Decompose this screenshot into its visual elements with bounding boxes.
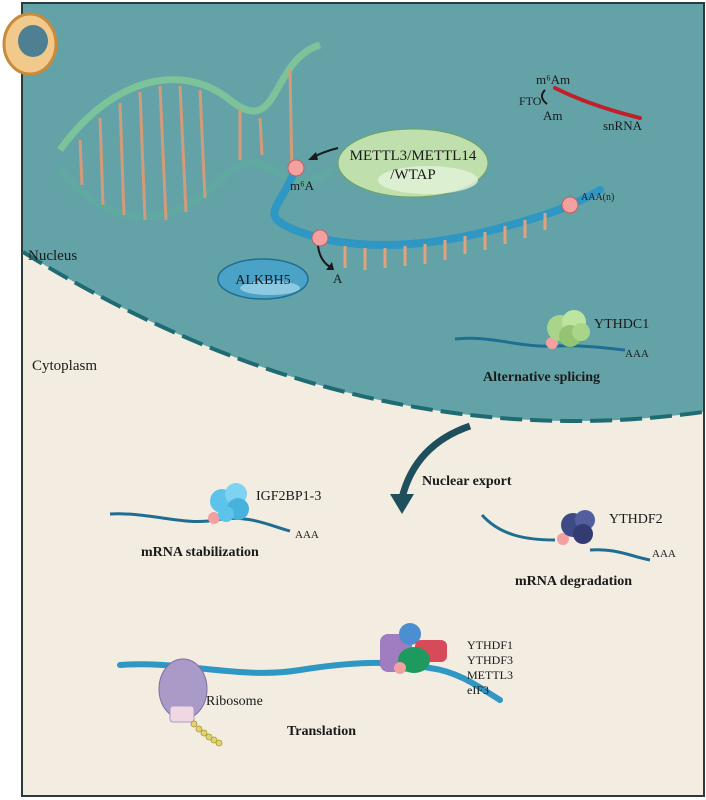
ythdf2-label: YTHDF2: [609, 512, 663, 527]
mettl3-label: METTL3: [467, 668, 513, 682]
writer-label-line1: METTL3/METTL14: [350, 148, 477, 164]
eif3-label: eIF3: [467, 683, 489, 697]
m6a-site-tail: [561, 196, 579, 214]
translation-m6a-dot: [394, 662, 406, 674]
am-label: Am: [543, 108, 563, 123]
poly-a-label: AAA(n): [581, 192, 614, 203]
stabilization-m6a-dot: [208, 512, 220, 524]
ythdf3-label: YTHDF3: [467, 653, 513, 667]
nuclear-envelope: [21, 250, 704, 423]
snrna-strand: [553, 86, 642, 120]
ythdf2-protein: [561, 510, 595, 544]
mrna-degradation-label: mRNA degradation: [515, 574, 632, 589]
nascent-peptide: [190, 720, 223, 747]
alternative-splicing-label: Alternative splicing: [483, 370, 600, 385]
degradation-tail-label: AAA: [652, 548, 676, 560]
ythdc1-protein: [547, 310, 590, 347]
degradation-m6a-dot: [557, 533, 569, 545]
snrna-label: snRNA: [603, 118, 643, 133]
export-arrow: [398, 422, 472, 499]
nuclear-export-label: Nuclear export: [422, 474, 512, 489]
writer-complex: METTL3/METTL14 /WTAP: [337, 128, 489, 198]
cytoplasm-label: Cytoplasm: [32, 358, 97, 374]
fto-label: FTO: [519, 94, 542, 108]
writer-arrow-head: [308, 152, 318, 160]
eraser-arrow-head: [326, 262, 334, 270]
stabilization-tail-label: AAA: [295, 529, 319, 541]
mrna-bases: [343, 213, 547, 270]
ribosome-label: Ribosome: [206, 694, 263, 709]
nuclear-mrna: [270, 166, 604, 250]
m6a-site-eraser: [311, 229, 329, 247]
m6a-site-writer: [287, 159, 305, 177]
degradation-mrna-5prime: [480, 513, 556, 542]
degradation-mrna-3prime: [589, 548, 651, 562]
fto-arrow: [541, 89, 548, 105]
ythdf1-label: YTHDF1: [467, 638, 513, 652]
eraser-label: ALKBH5: [235, 273, 290, 288]
igf2bp-label: IGF2BP1-3: [256, 489, 321, 504]
m6a-label: m⁶A: [290, 178, 315, 193]
mrna-stabilization-label: mRNA stabilization: [141, 545, 259, 560]
writer-label-line2: /WTAP: [390, 167, 435, 183]
export-arrow-head: [390, 494, 414, 514]
ythdc1-label: YTHDC1: [594, 317, 649, 332]
cell-icon: [2, 12, 58, 76]
splicing-tail-label: AAA: [625, 348, 649, 360]
nucleus-label: Nucleus: [28, 248, 77, 264]
translation-label: Translation: [287, 724, 356, 739]
translation-complex: [380, 623, 447, 673]
eraser-complex: ALKBH5: [217, 258, 309, 300]
ribosome: [158, 658, 208, 723]
nucleus-region: [23, 4, 703, 421]
m6am-label: m⁶Am: [536, 72, 570, 87]
a-label: A: [333, 271, 343, 286]
igf2bp-protein: [210, 483, 249, 522]
